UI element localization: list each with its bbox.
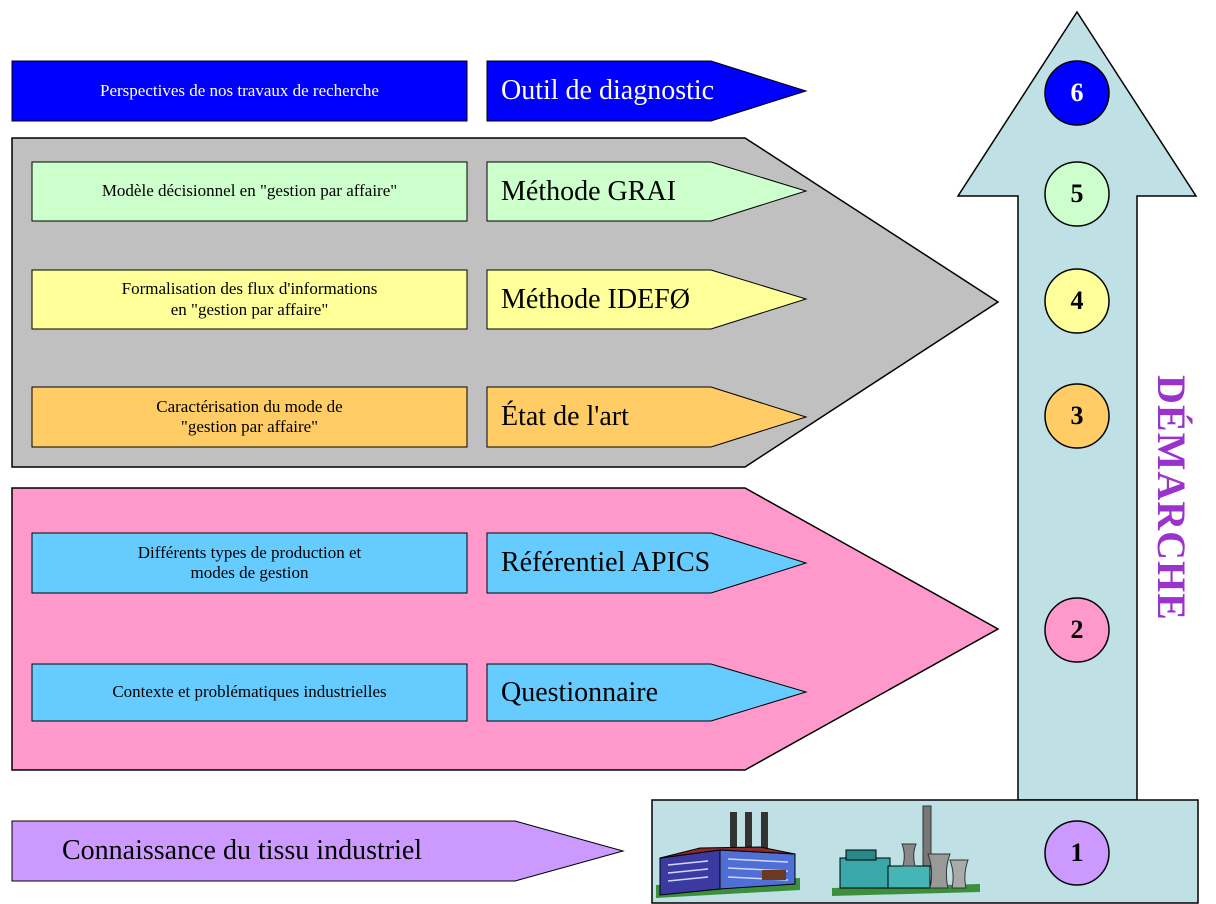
outil-arrow [486,60,808,122]
questionnaire-label: Questionnaire [501,676,659,708]
step-circle-6 [1044,60,1110,126]
modele-box [31,161,468,222]
step-circle-2 [1044,597,1110,663]
factory-icon [656,812,800,898]
apics-arrow [486,532,808,594]
formalisation-label: Formalisation des flux d'informations en… [121,279,378,319]
grai-label: Méthode GRAI [501,175,676,207]
apics-label: Référentiel APICS [501,547,711,578]
perspectives-label: Perspectives de nos travaux de recherche [100,80,379,100]
grai-arrow [486,161,808,222]
formalisation-box [31,269,468,330]
outil-label: Outil de diagnostic [501,75,715,106]
step-circle-4 [1044,268,1110,334]
etat-arrow [486,386,808,448]
caracterisation-label: Caractérisation du mode de "gestion par … [156,396,343,436]
context-block [11,487,1000,771]
idef-label: Méthode IDEFØ [501,283,690,315]
demarche-title: DÉMARCHE [1149,375,1194,621]
types-label: Différents types de production et modes … [137,542,362,582]
connaissance-arrow [11,820,625,882]
etat-label: État de l'art [501,401,629,432]
connaissance-label: Connaissance du tissu industriel [62,835,423,866]
step-number-4: 4 [1070,286,1084,315]
power-plant-icon [832,805,980,896]
modele-label: Modèle décisionnel en "gestion par affai… [101,181,398,201]
step-number-1: 1 [1070,838,1084,867]
step-circle-5 [1044,161,1110,227]
perspectives-box [11,60,468,122]
types-box [31,532,468,594]
step-number-2: 2 [1070,615,1084,644]
step-number-5: 5 [1070,179,1084,208]
step-number-6: 6 [1070,78,1084,107]
step-circle-3 [1044,383,1110,449]
caracterisation-box [31,386,468,448]
idef-arrow [486,269,808,330]
contexte-box [31,663,468,722]
questionnaire-arrow [486,663,808,722]
contexte-label: Contexte et problématiques industrielles [112,682,387,702]
step-number-3: 3 [1070,401,1084,430]
step-circle-1 [1044,820,1110,886]
